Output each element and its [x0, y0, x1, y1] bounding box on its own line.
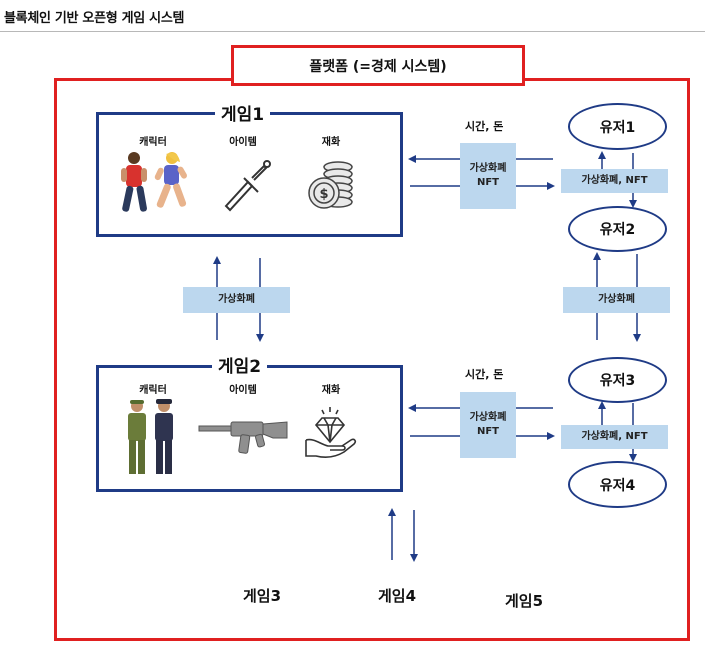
user3-label: 유저3	[599, 373, 636, 389]
user3-ellipse: 유저3	[568, 357, 667, 403]
game5-label: 게임5	[505, 592, 544, 610]
soldiers-icon	[128, 399, 173, 474]
game1-currency-label: 재화	[321, 137, 341, 148]
game2-character-label: 캐릭터	[139, 385, 167, 396]
title-divider	[0, 31, 705, 32]
game1-item-label: 아이템	[229, 137, 257, 148]
game2-item-label: 아이템	[229, 385, 257, 396]
game4-label: 게임4	[378, 587, 417, 605]
game1-character-label: 캐릭터	[139, 137, 167, 148]
rifle-icon	[198, 421, 288, 454]
user1-label: 유저1	[599, 119, 636, 136]
coin-stack-icon: $	[308, 161, 353, 209]
page-title: 블록체인 기반 오픈형 게임 시스템	[4, 11, 185, 26]
vc-nft-box-game2: 가상화폐 NFT	[460, 392, 516, 458]
game2-title: 게임2	[212, 352, 268, 377]
vc-box-between-games: 가상화폐	[183, 287, 290, 313]
vc-nft-box-user3-user4: 가상화폐, NFT	[561, 425, 668, 449]
diamond-hand-icon	[305, 407, 357, 458]
user2-ellipse: 유저2	[568, 206, 667, 252]
vc-between-games-label: 가상화폐	[218, 294, 255, 305]
vc-nft-box-game1: 가상화폐 NFT	[460, 143, 516, 209]
platform-label: 플랫폼 (=경제 시스템)	[309, 58, 447, 75]
user2-label: 유저2	[599, 222, 636, 238]
game1-title: 게임1	[215, 100, 271, 125]
game2-currency-label: 재화	[321, 385, 341, 396]
platform-label-box: 플랫폼 (=경제 시스템)	[231, 45, 525, 86]
vc-label-1: 가상화폐	[469, 163, 507, 174]
user4-ellipse: 유저4	[568, 461, 667, 508]
nft-label-2: NFT	[476, 426, 500, 437]
svg-text:$: $	[319, 187, 328, 202]
time-money-label-1: 시간, 돈	[465, 120, 504, 133]
user1-ellipse: 유저1	[568, 103, 667, 150]
vc-box-between-users: 가상화폐	[563, 287, 670, 313]
runners-icon	[121, 152, 187, 212]
game3-label: 게임3	[243, 587, 282, 605]
vc-nft-box-user1-user2: 가상화폐, NFT	[561, 169, 668, 193]
user4-label: 유저4	[599, 477, 636, 494]
vc-label-2: 가상화폐	[469, 412, 507, 423]
dagger-icon	[224, 160, 271, 212]
nft-label-1: NFT	[476, 177, 500, 188]
vc-nft-users-label-2: 가상화폐, NFT	[581, 431, 648, 442]
time-money-label-2: 시간, 돈	[465, 368, 504, 381]
vc-between-users-label: 가상화폐	[598, 294, 635, 305]
vc-nft-users-label-1: 가상화폐, NFT	[581, 175, 648, 186]
